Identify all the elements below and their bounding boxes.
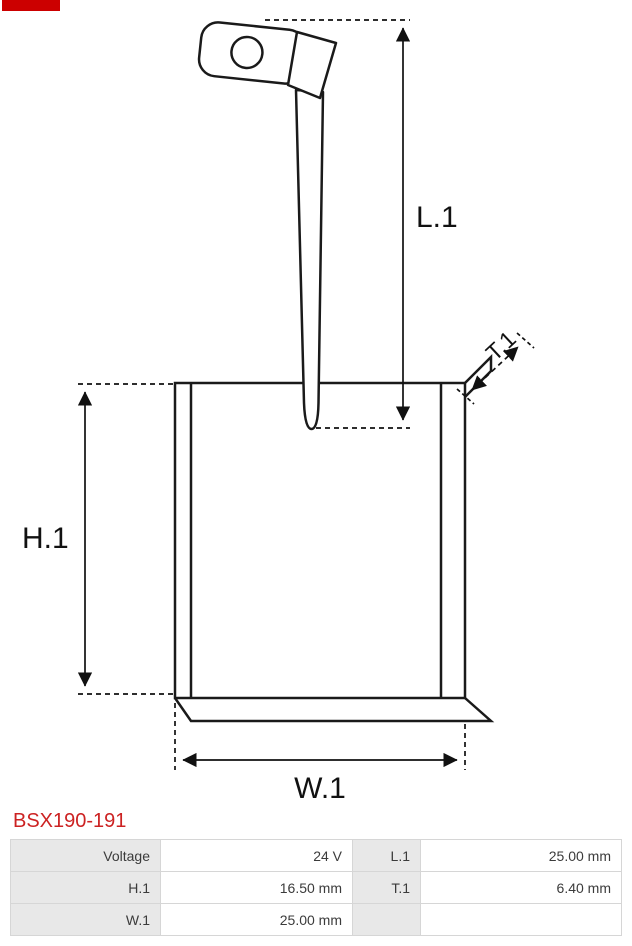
spec-value: 25.00 mm [160, 903, 353, 936]
dimension-labels: L.1 H.1 W.1 T.1 [22, 201, 521, 805]
part-number: BSX190-191 [13, 810, 127, 832]
spec-value: 6.40 mm [420, 871, 622, 904]
brush-front-face [173, 381, 467, 700]
spec-row-w1: W.1 25.00 mm [10, 903, 622, 936]
spec-row-voltage-l1: Voltage 24 V L.1 25.00 mm [10, 839, 622, 872]
brand-logo-fragment [2, 0, 60, 11]
spec-label: Voltage [10, 839, 161, 872]
terminal-hole [230, 35, 264, 70]
dim-label-h1: H.1 [22, 522, 69, 555]
spec-value: 24 V [160, 839, 353, 872]
spec-label: W.1 [10, 903, 161, 936]
lead-wire [294, 88, 325, 431]
t1-extension-tick-lower [456, 388, 475, 405]
spec-value [420, 903, 622, 936]
lead-and-terminal [197, 21, 338, 431]
dimension-annotations [77, 19, 535, 770]
dim-arrow-t1 [471, 346, 519, 391]
brush-block [173, 353, 495, 723]
spec-label [352, 903, 421, 936]
dim-label-w1: W.1 [294, 772, 346, 805]
terminal-crimp [286, 30, 338, 100]
spec-value: 16.50 mm [160, 871, 353, 904]
dim-label-l1: L.1 [416, 201, 458, 234]
technical-drawing: L.1 H.1 W.1 T.1 [22, 19, 535, 805]
spec-value: 25.00 mm [420, 839, 622, 872]
brush-bottom-face [173, 697, 495, 723]
spec-label: T.1 [352, 871, 421, 904]
spec-table: Voltage 24 V L.1 25.00 mm H.1 16.50 mm T… [10, 839, 622, 936]
t1-extension-tick-upper [516, 332, 535, 349]
spec-label: L.1 [352, 839, 421, 872]
spec-row-h1-t1: H.1 16.50 mm T.1 6.40 mm [10, 871, 622, 904]
spec-label: H.1 [10, 871, 161, 904]
